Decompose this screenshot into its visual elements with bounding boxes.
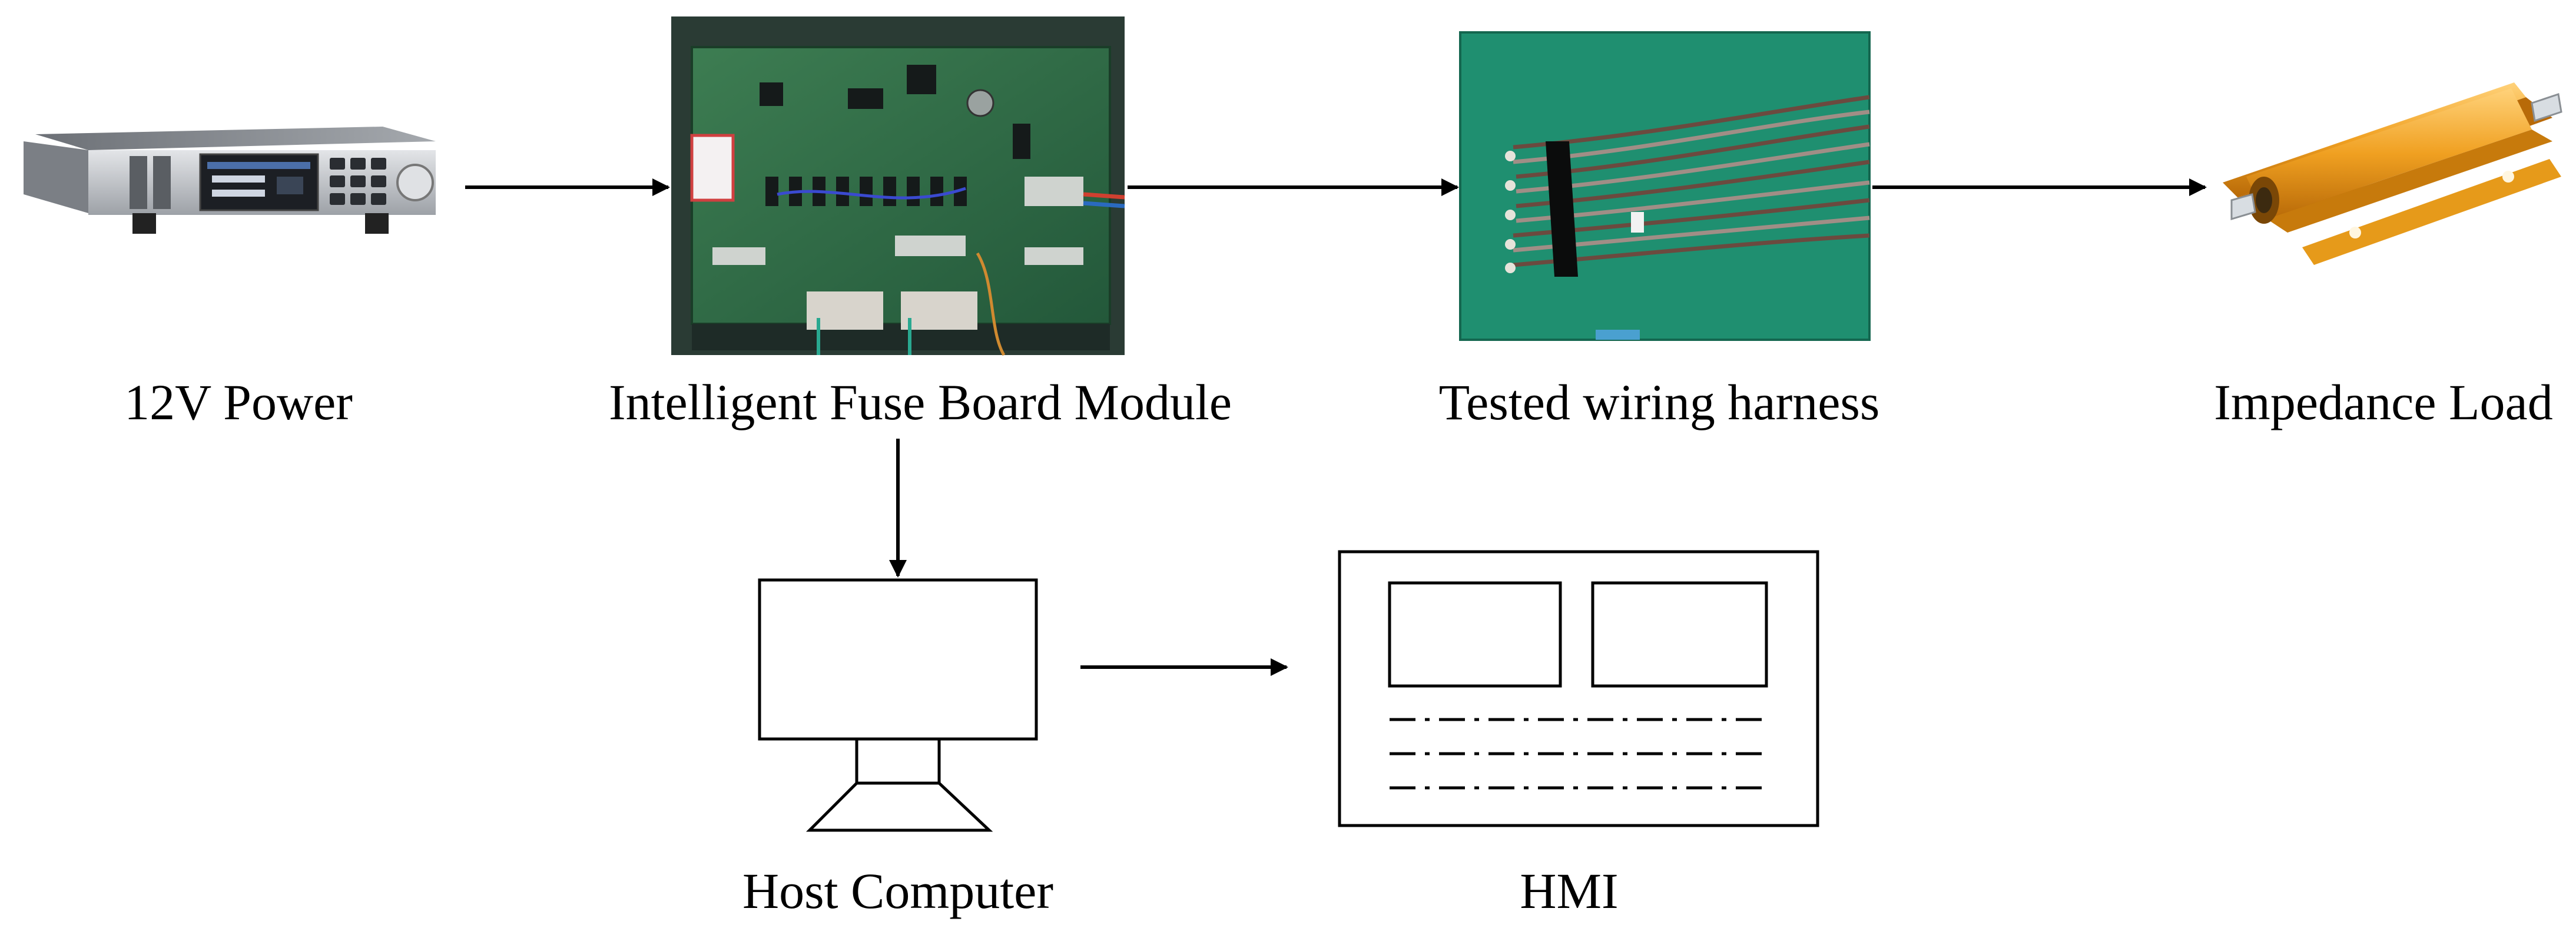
hmi-screen-icon xyxy=(1338,550,1819,827)
load-label: Impedance Load xyxy=(2214,374,2553,430)
resistor-photo xyxy=(2223,82,2562,265)
pcb-board-photo xyxy=(671,16,1125,356)
hmi-label: HMI xyxy=(1520,863,1619,919)
power-label: 12V Power xyxy=(124,374,353,430)
power-supply-photo xyxy=(24,127,436,234)
monitor-icon xyxy=(758,578,1038,832)
edges xyxy=(465,178,2207,676)
wiring-harness-photo xyxy=(1459,31,1871,341)
host-label: Host Computer xyxy=(742,863,1053,919)
harness-label: Tested wiring harness xyxy=(1438,374,1880,430)
fuse-board-label: Intelligent Fuse Board Module xyxy=(608,374,1232,430)
